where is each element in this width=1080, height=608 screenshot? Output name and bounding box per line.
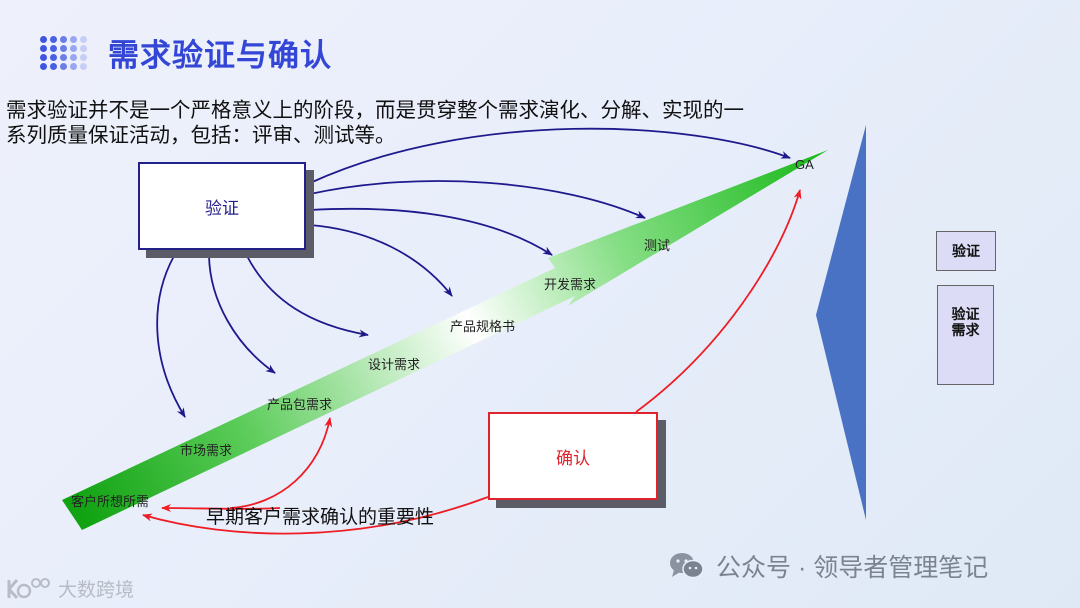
verify-box-label: 验证 <box>205 198 239 219</box>
side-box2-line2: 需求 <box>951 322 980 338</box>
wechat-icon <box>670 553 704 579</box>
description-line-2: 系列质量保证活动，包括：评审、测试等。 <box>6 124 396 147</box>
description-line-1: 需求验证并不是一个严格意义上的阶段，而是贯穿整个需求演化、分解、实现的一 <box>6 99 744 122</box>
pipeline-arrow <box>62 150 828 530</box>
verify-box: 验证 <box>138 162 306 250</box>
stage-label-development: 开发需求 <box>544 278 597 293</box>
wechat-watermark-text: 公众号 · 领导者管理笔记 <box>716 554 989 582</box>
stage-label-customer: 客户所想所需 <box>71 495 150 510</box>
wechat-watermark: 公众号 · 领导者管理笔记 <box>668 548 988 584</box>
side-verify-box: 验证 <box>936 231 996 271</box>
stage-label-testing: 测试 <box>644 239 671 254</box>
stage-label-ga: GA <box>795 157 814 172</box>
stage-label-product-package: 产品包需求 <box>267 398 333 413</box>
brand-watermark: 大数跨境 <box>6 575 134 602</box>
blue-wedge-shape <box>816 125 866 520</box>
title-area: 需求验证与确认 <box>40 30 332 75</box>
confirm-box-label: 确认 <box>556 448 590 469</box>
side-verify-label: 验证 <box>952 243 980 259</box>
description-text: 需求验证并不是一个严格意义上的阶段，而是贯穿整个需求演化、分解、实现的一 系列质… <box>6 98 836 148</box>
stage-label-design: 设计需求 <box>368 358 421 373</box>
dot-grid-icon <box>40 35 88 70</box>
k100-logo-icon <box>7 577 50 599</box>
confirm-arrows <box>142 189 802 535</box>
stage-label-product-spec: 产品规格书 <box>450 320 516 335</box>
side-verify-requirements-box: 验证 需求 <box>937 285 994 385</box>
stage-label-market: 市场需求 <box>180 444 233 459</box>
page-title: 需求验证与确认 <box>108 38 332 73</box>
verify-arrows <box>156 127 791 418</box>
side-box2-line1: 验证 <box>951 306 980 322</box>
emphasis-text: 早期客户需求确认的重要性 <box>206 507 435 528</box>
confirm-box: 确认 <box>488 412 658 500</box>
brand-watermark-text: 大数跨境 <box>58 580 135 601</box>
